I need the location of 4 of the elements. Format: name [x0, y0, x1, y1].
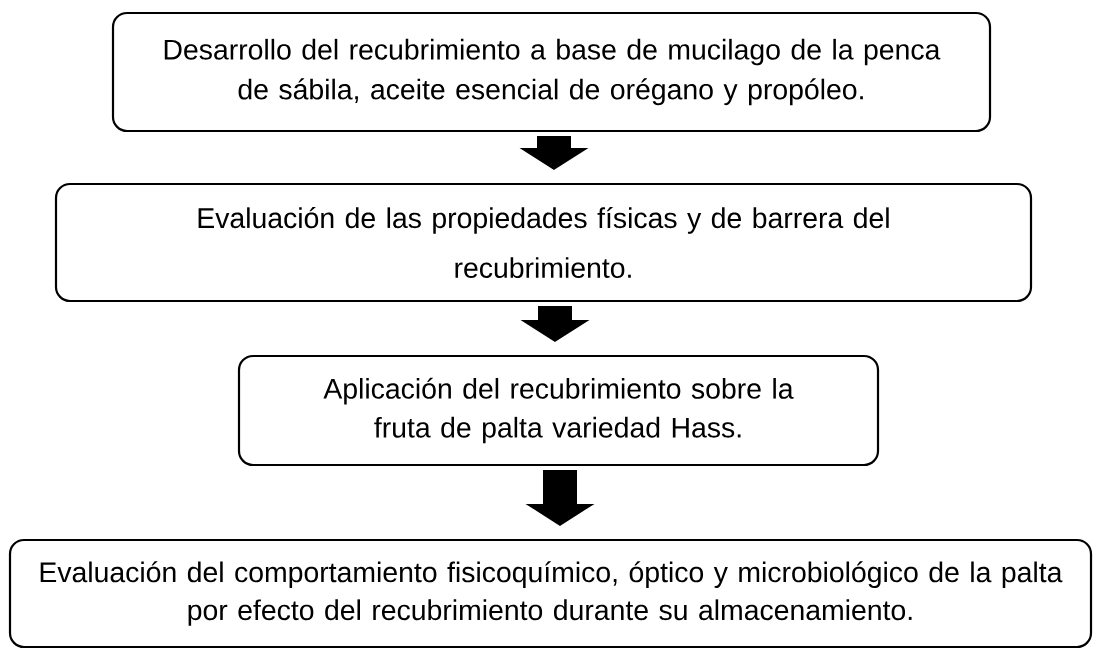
- process-box: Aplicación del recubrimiento sobre la fruta de palta variedad Hass.: [237, 354, 880, 467]
- process-box: Evaluación del comportamiento fisicoquímico, óptico y microbiológico de la palta por efecto del recubrimiento durante su almacenamiento.: [8, 538, 1093, 649]
- process-box: Desarrollo del recubrimiento a base de mucilago de la penca de sábila, aceite esencial de orégano y propóleo.: [111, 11, 992, 133]
- process-box: Evaluación de las propiedades físicas y de barrera del recubrimiento.: [54, 182, 1033, 303]
